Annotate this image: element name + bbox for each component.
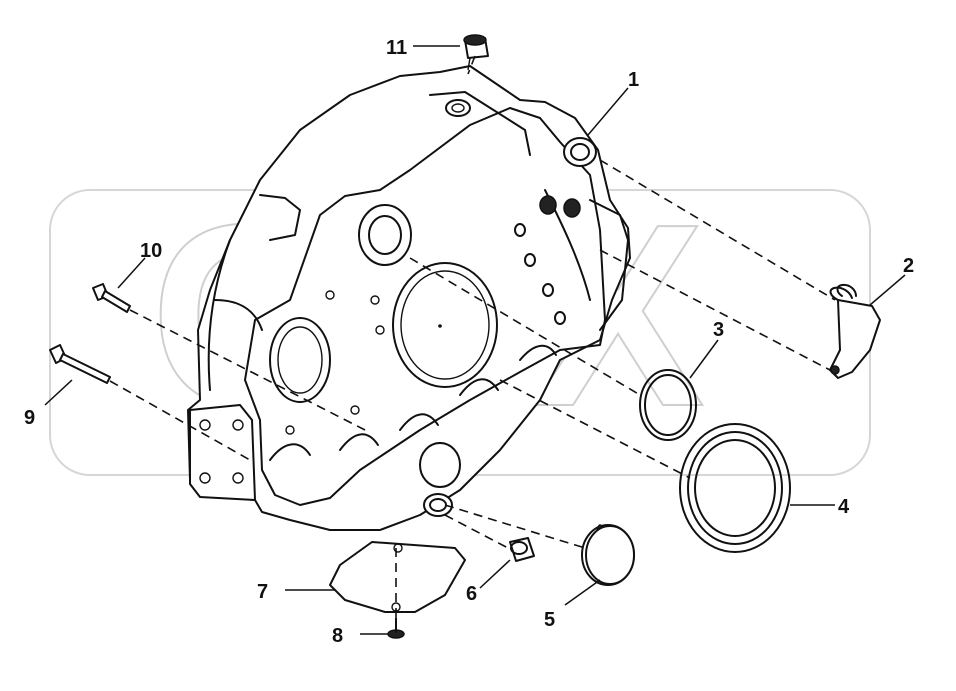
callout-7: 7 bbox=[257, 581, 268, 603]
part-11-plug bbox=[463, 34, 489, 71]
part-2-pointer bbox=[829, 283, 881, 379]
assembly-lines bbox=[109, 55, 836, 625]
part-6-plug bbox=[509, 537, 535, 562]
callout-3: 3 bbox=[713, 319, 724, 341]
part-9-bolt bbox=[49, 344, 111, 384]
part-8-screw bbox=[387, 617, 405, 639]
part-7-cover-plate bbox=[329, 541, 466, 613]
part-4-seal bbox=[679, 423, 791, 553]
callout-5: 5 bbox=[544, 609, 555, 631]
callout-11: 11 bbox=[386, 37, 407, 59]
callout-4: 4 bbox=[838, 496, 850, 518]
callout-1: 1 bbox=[628, 69, 639, 91]
part-3-o-ring bbox=[639, 369, 697, 441]
callout-9: 9 bbox=[24, 407, 35, 429]
callout-8: 8 bbox=[332, 625, 343, 647]
leader-lines bbox=[44, 45, 906, 635]
callout-10: 10 bbox=[140, 240, 162, 262]
part-10-bolt bbox=[92, 283, 131, 313]
callout-labels: 1 2 3 4 5 6 7 8 9 10 11 bbox=[24, 37, 914, 647]
callout-2: 2 bbox=[903, 255, 914, 277]
flywheel-housing bbox=[187, 65, 631, 531]
part-5-cap bbox=[581, 524, 635, 586]
callout-6: 6 bbox=[466, 583, 477, 605]
